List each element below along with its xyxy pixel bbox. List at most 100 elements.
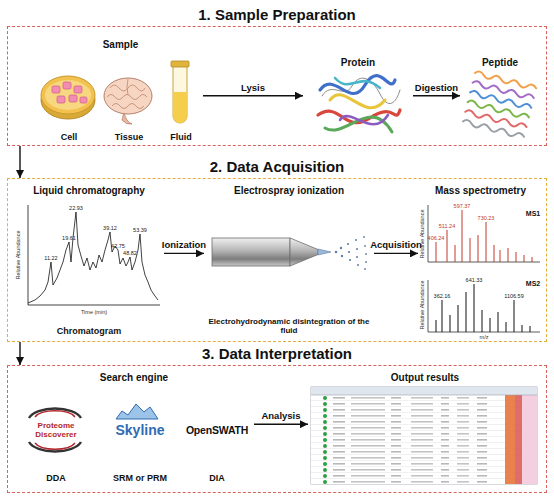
droplet (357, 264, 359, 266)
cell-cluster (69, 95, 77, 102)
brain-tissue (104, 78, 152, 124)
peak-label: 1106.59 (504, 294, 523, 300)
stage-panel: 3. Data InterpretationSearch engineProte… (7, 365, 547, 493)
edge-label: Ionization (162, 239, 206, 250)
cell-cluster (80, 97, 87, 103)
peptide-strands (462, 71, 536, 140)
group-heading: Protein (303, 57, 413, 69)
logo-arc (29, 409, 81, 418)
logo-text: Skyline (102, 422, 178, 438)
cell-cluster (63, 82, 71, 89)
brain-fissure (127, 79, 128, 95)
needle-tip (290, 238, 318, 266)
peak-label: 39.12 (103, 226, 117, 232)
flow-arrow (164, 253, 204, 254)
status-dots (322, 395, 328, 484)
table-rule (311, 395, 537, 396)
sample-item: Tissue (102, 57, 156, 143)
spectrum-peaks (436, 210, 532, 262)
group-heading: Peptide (460, 57, 540, 69)
droplet (341, 255, 343, 257)
protein-helix (320, 76, 395, 94)
protein-helix (340, 115, 388, 124)
caption: Fluid (160, 132, 202, 142)
tube-liquid (173, 92, 187, 123)
taylor-cone (318, 249, 331, 255)
flow-arrow (374, 253, 418, 254)
cell-cluster (74, 86, 82, 93)
logo-arc (35, 443, 75, 449)
search-engine-group: Search engineProteome DiscovererDDASkyli… (14, 372, 254, 488)
cell-cluster (57, 96, 65, 103)
spectrum-tag: MS2 (526, 280, 540, 287)
stage-heading: 1. Sample Preparation (8, 6, 546, 23)
peak-label: 730.23 (478, 216, 495, 222)
edge-label: Lysis (241, 82, 265, 93)
brain-outline (104, 78, 152, 114)
caption: Tissue (102, 132, 156, 142)
droplet (363, 236, 365, 238)
esi-step: Electrospray ionizationElectrohydrodynam… (204, 185, 374, 337)
axis-label: Relative Abundance (16, 231, 22, 280)
stage-heading: 2. Data Acquisition (8, 158, 546, 175)
ms-step: Mass spectrometry (418, 185, 543, 337)
software-logo: Proteome DiscovererDDA (18, 396, 94, 484)
group-heading: Mass spectrometry (418, 185, 543, 197)
brain-gyri (107, 95, 147, 100)
score-column (505, 395, 515, 484)
droplet (348, 251, 350, 253)
peak-label: 42.75 (111, 244, 125, 250)
chromatogram-plot (28, 205, 160, 305)
protein-sheet (330, 95, 385, 108)
flow-arrow (413, 95, 460, 96)
stage-heading: 3. Data Interpretation (8, 345, 546, 362)
group-heading: Output results (308, 372, 542, 384)
table-frame (311, 387, 537, 484)
peak-label: 19.61 (62, 236, 76, 242)
peptide-illustration: Peptide (460, 57, 540, 143)
droplet (356, 256, 358, 258)
peak-label: 11.22 (44, 256, 57, 262)
caption: DIA (182, 473, 252, 483)
peak-label: 53.39 (133, 228, 147, 234)
droplet (364, 245, 366, 247)
edge-label: Digestion (415, 82, 458, 93)
spectrum-tag: MS1 (526, 210, 540, 217)
droplet (335, 251, 338, 254)
peptide-strand (462, 119, 524, 139)
droplet (356, 248, 358, 250)
tube-cap (171, 61, 189, 67)
table-header (311, 387, 537, 395)
protein-illustration: Protein (303, 57, 413, 143)
peak-label: 22.93 (69, 206, 83, 212)
tube-body (173, 66, 187, 123)
fluid-tube (171, 61, 189, 123)
output-results: Output results (308, 372, 542, 488)
group-heading: Sample (38, 39, 203, 51)
table-rows (311, 395, 537, 484)
caption: DDA (18, 473, 94, 483)
sample-item: Cell (38, 57, 100, 143)
chromatogram-trace (28, 212, 158, 303)
droplet (349, 259, 351, 261)
chart-axes (428, 280, 540, 332)
brain-gyri (112, 104, 144, 109)
protein-helix (335, 78, 380, 88)
chart-axes (28, 205, 160, 305)
caption: Chromatogram (14, 326, 164, 336)
skyline-logo-icon (116, 404, 158, 419)
peak-label: 406.24 (428, 236, 445, 242)
chart-axes (428, 205, 540, 262)
flow-arrow (19, 342, 20, 365)
flow-arrow (254, 424, 308, 425)
droplet (365, 261, 367, 263)
peak-label: 641.33 (466, 278, 483, 284)
peak-label: 597.37 (454, 204, 471, 210)
ms2-spectrum (428, 280, 540, 332)
software-logo: OpenSWATHDIA (182, 396, 252, 484)
ms1-spectrum (428, 205, 540, 262)
cell-cluster (52, 86, 60, 93)
flow-arrow (19, 146, 20, 178)
droplet (364, 268, 366, 270)
